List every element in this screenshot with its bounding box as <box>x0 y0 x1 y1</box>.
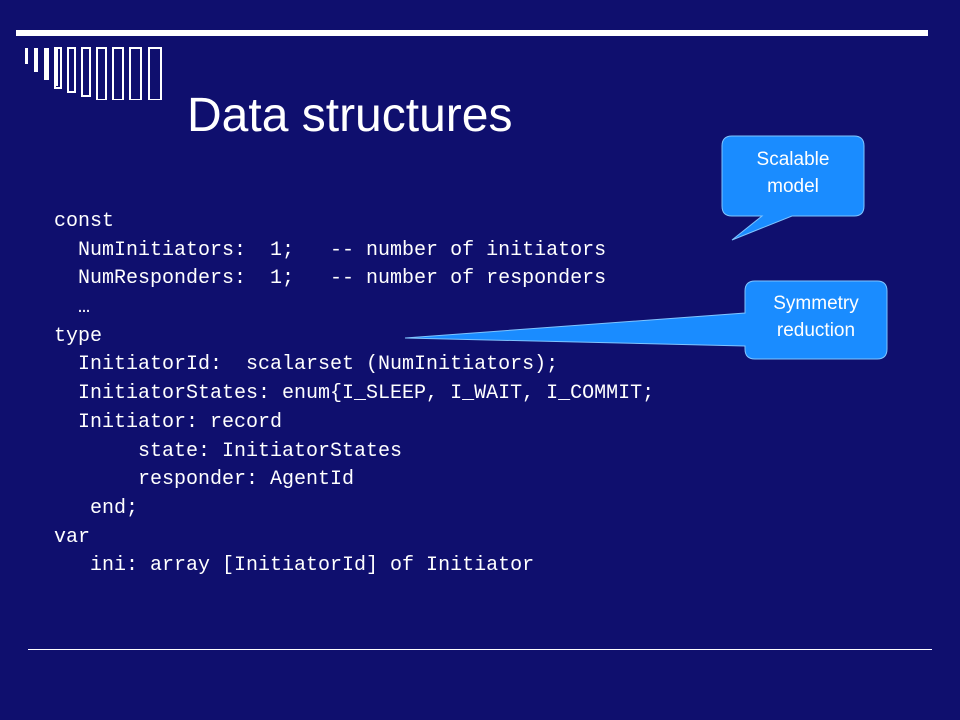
code-line: InitiatorId: scalarset (NumInitiators); <box>54 353 559 377</box>
top-rule <box>16 30 928 36</box>
callout-symmetry-line2: reduction <box>776 320 856 341</box>
code-line: InitiatorStates: enum{I_SLEEP, I_WAIT, I… <box>54 382 655 406</box>
callout-scalable: Scalable model <box>722 146 864 200</box>
code-line: … <box>54 296 91 320</box>
code-line: end; <box>54 496 139 520</box>
callout-scalable-line1: Scalable <box>756 149 830 170</box>
callout-symmetry-shape <box>404 280 888 360</box>
code-line: NumInitiators: 1; -- number of initiator… <box>54 238 607 262</box>
code-line: responder: AgentId <box>54 468 355 492</box>
callout-symmetry: Symmetry reduction <box>745 290 887 344</box>
callout-scalable-shape <box>721 135 865 241</box>
code-line: NumResponders: 1; -- number of responder… <box>54 267 607 291</box>
code-line: Initiator: record <box>54 410 283 434</box>
code-line: var <box>54 525 91 549</box>
slide-title: Data structures <box>187 89 513 142</box>
bottom-rule <box>28 649 932 650</box>
decorative-stripes <box>25 47 162 100</box>
code-line: const <box>54 210 115 233</box>
code-line: type <box>54 324 103 348</box>
callout-symmetry-line1: Symmetry <box>773 293 859 314</box>
code-block: const NumInitiators: 1; -- number of ini… <box>54 208 654 581</box>
callout-scalable-line2: model <box>767 176 819 197</box>
code-line: ini: array [InitiatorId] of Initiator <box>54 554 535 578</box>
code-line: state: InitiatorStates <box>54 439 403 463</box>
